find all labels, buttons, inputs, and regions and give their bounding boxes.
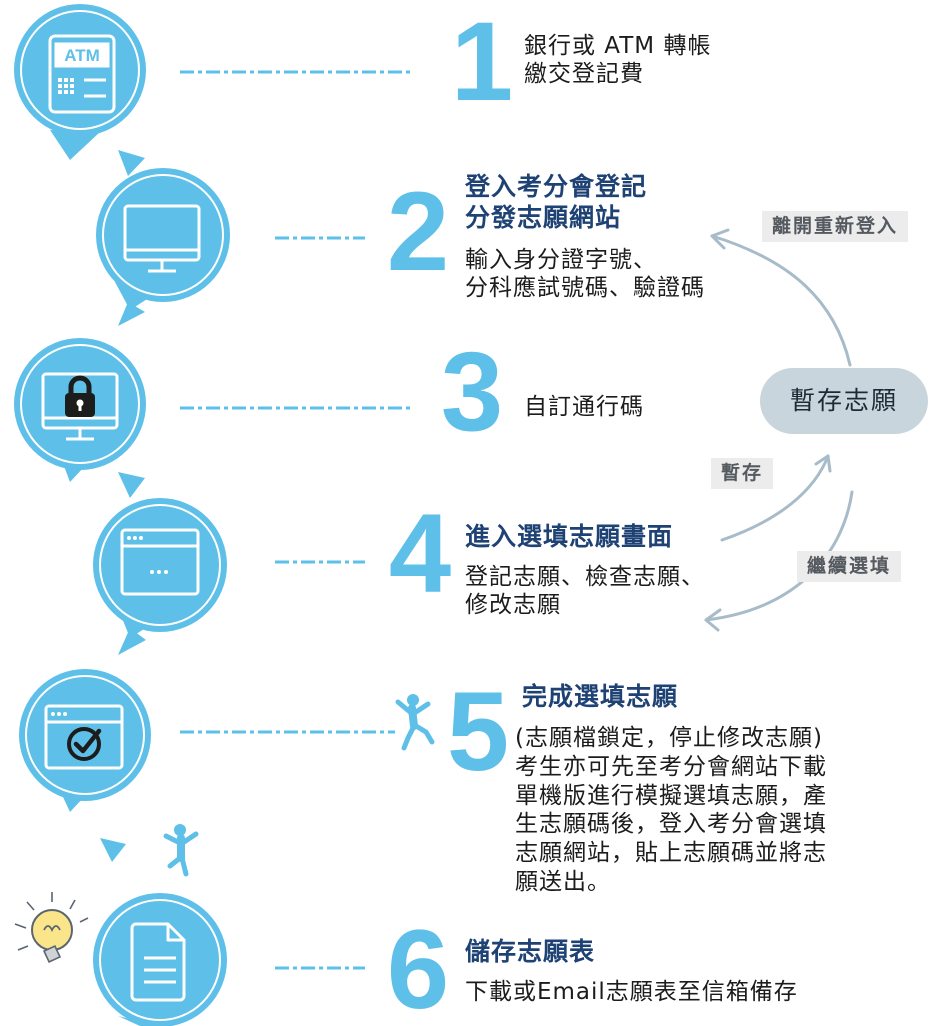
exit-arrow bbox=[710, 234, 852, 367]
step-heading-line: 儲存志願表 bbox=[465, 937, 596, 966]
step-text-line: 修改志願 bbox=[465, 592, 561, 619]
save-tag: 暫存 bbox=[711, 458, 774, 489]
browser-check-icon bbox=[44, 704, 124, 770]
step-heading-line: 進入選填志願畫面 bbox=[465, 522, 674, 551]
browser-window-icon bbox=[120, 528, 200, 596]
exit-relogin-tag: 離開重新登入 bbox=[762, 211, 909, 242]
step-6-badge bbox=[93, 893, 227, 1026]
step-number: 5 bbox=[447, 669, 509, 794]
step-5-heading: 完成選填志願 bbox=[522, 682, 678, 713]
document-icon bbox=[130, 922, 186, 1002]
step-4-badge bbox=[93, 498, 227, 638]
step-number: 6 bbox=[387, 907, 449, 1026]
step-2-text: 輸入身分證字號、 分科應試號碼、驗證碼 bbox=[465, 246, 705, 302]
step-text-line: 輸入身分證字號、 bbox=[465, 247, 657, 273]
step-number: 1 bbox=[451, 0, 513, 124]
jumping-person-icon bbox=[163, 824, 199, 877]
step-1-badge: ATM bbox=[14, 4, 146, 160]
temp-save-pill: 暫存志願 bbox=[760, 368, 928, 434]
connector-arrow bbox=[118, 302, 145, 326]
step-4-heading: 進入選填志願畫面 bbox=[465, 522, 673, 553]
lightbulb-icon bbox=[14, 892, 89, 964]
step-text-line: 志願網站，貼上志願碼並將志 bbox=[515, 840, 827, 866]
step-text-line: 分科應試號碼、驗證碼 bbox=[465, 275, 705, 302]
step-text-line: 登記志願、檢查志願、 bbox=[465, 564, 705, 590]
connector-arrow bbox=[100, 838, 126, 862]
step-6-text: 下載或Email志願表至信箱備存 bbox=[465, 978, 798, 1006]
step-3-badge bbox=[14, 338, 146, 482]
step-6-heading: 儲存志願表 bbox=[465, 937, 595, 968]
step-text-line: 生志願碼後，登入考分會選填 bbox=[515, 811, 827, 838]
step-text-line: 考生亦可先至考分會網站下載 bbox=[515, 753, 827, 780]
step-3-text: 自訂通行碼 bbox=[524, 393, 644, 421]
connector-arrow bbox=[118, 628, 146, 655]
step-text-line: 下載或Email志願表至信箱備存 bbox=[465, 979, 798, 1005]
step-number: 2 bbox=[387, 169, 449, 294]
connector-arrow bbox=[118, 150, 145, 176]
svg-text:ATM: ATM bbox=[64, 46, 100, 65]
dash-lines bbox=[180, 70, 410, 970]
step-1-text: 銀行或 ATM 轉帳 繳交登記費 bbox=[524, 32, 711, 88]
atm-icon: ATM bbox=[48, 34, 116, 114]
step-text-line: 繳交登記費 bbox=[524, 61, 644, 88]
save-arrow bbox=[720, 454, 830, 542]
jumping-person-icon bbox=[395, 694, 435, 751]
step-text-line: 單機版進行模擬選填志願，產 bbox=[515, 782, 827, 809]
step-2-badge bbox=[96, 168, 230, 310]
step-text-line: (志願檔鎖定，停止修改志願) bbox=[515, 725, 823, 751]
step-2-heading: 登入考分會登記 分發志願網站 bbox=[465, 172, 647, 233]
monitor-icon bbox=[123, 204, 201, 273]
step-number: 4 bbox=[389, 491, 451, 616]
step-heading-line: 完成選填志願 bbox=[522, 682, 679, 711]
step-heading-line: 分發志願網站 bbox=[465, 202, 622, 232]
step-text-line: 銀行或 ATM 轉帳 bbox=[524, 33, 712, 59]
step-number: 3 bbox=[441, 329, 503, 454]
connector-arrows bbox=[100, 150, 146, 862]
step-text-line: 自訂通行碼 bbox=[524, 394, 644, 420]
continue-tag: 繼續選填 bbox=[797, 551, 902, 582]
step-text-line: 願送出。 bbox=[515, 868, 611, 895]
step-4-text: 登記志願、檢查志願、 修改志願 bbox=[465, 563, 705, 619]
monitor-lock-icon bbox=[41, 372, 119, 441]
step-5-badge bbox=[19, 669, 151, 812]
connector-arrow bbox=[118, 472, 145, 498]
step-heading-line: 登入考分會登記 bbox=[465, 172, 648, 201]
step-numbers: 1 2 3 4 5 6 bbox=[387, 0, 513, 1026]
step-5-text: (志願檔鎖定，停止修改志願) 考生亦可先至考分會網站下載 單機版進行模擬選填志願… bbox=[515, 724, 827, 897]
